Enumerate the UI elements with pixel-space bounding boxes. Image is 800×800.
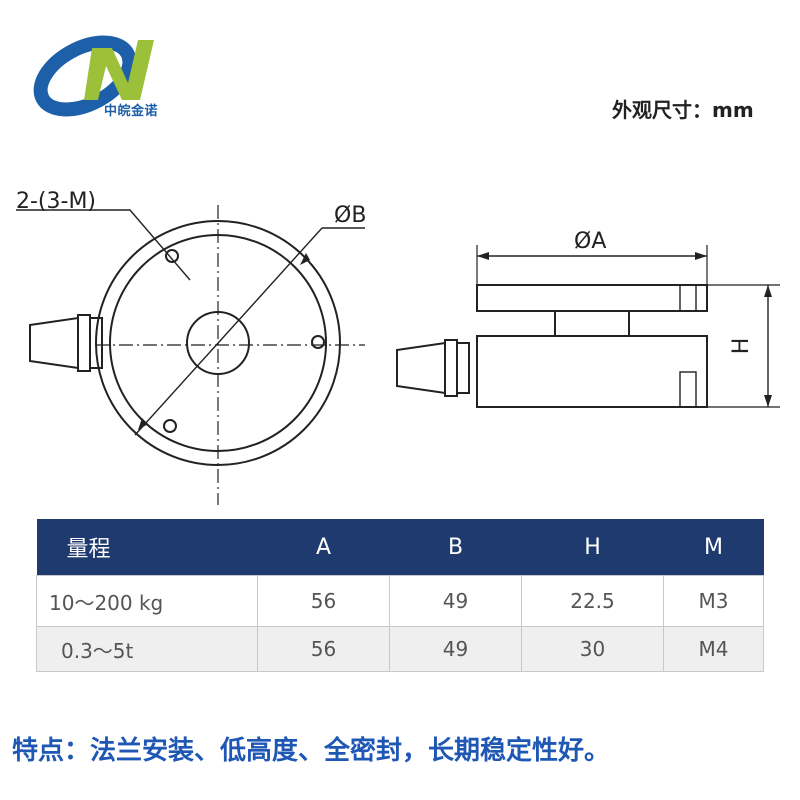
table-cell: 56 xyxy=(257,626,390,672)
top-flange xyxy=(476,284,708,312)
table-cell: M4 xyxy=(663,626,764,672)
dia-b-label: ØB xyxy=(334,203,366,228)
brand-logo xyxy=(33,35,154,117)
table-cell: 49 xyxy=(389,626,522,672)
mount-hole-1 xyxy=(165,249,179,263)
table-cell: M3 xyxy=(663,575,764,627)
table-cell: 22.5 xyxy=(521,575,664,627)
spec-table: 量程 A B H M 10～200 kg 56 49 22.5 M3 0.3～5… xyxy=(36,519,764,672)
dia-a-label: ØA xyxy=(574,229,606,254)
table-header-row: 量程 A B H M xyxy=(36,519,764,576)
header-b: B xyxy=(389,519,522,576)
features-text: 特点：法兰安装、低高度、全密封，长期稳定性好。 xyxy=(12,736,611,766)
height-label: H xyxy=(729,338,754,355)
mount-hole-3 xyxy=(163,419,177,433)
center-boss-circle xyxy=(186,311,250,375)
cable-gland-left xyxy=(29,316,79,370)
header-h: H xyxy=(521,519,664,576)
header-a: A xyxy=(257,519,390,576)
table-cell: 56 xyxy=(257,575,390,627)
header-range: 量程 xyxy=(36,519,258,576)
table-cell: 0.3～5t xyxy=(36,626,258,672)
cable-gland-right xyxy=(396,341,446,395)
unit-label: 外观尺寸：mm xyxy=(612,98,754,122)
mount-hole-2 xyxy=(311,335,325,349)
dimension-b-line xyxy=(134,227,323,436)
hole-leader-line xyxy=(16,209,191,281)
header-m: M xyxy=(663,519,764,576)
outer-flange-circle xyxy=(95,220,341,466)
table-cell: 10～200 kg xyxy=(36,575,258,627)
body xyxy=(476,335,708,408)
table-row: 10～200 kg 56 49 22.5 M3 xyxy=(36,575,764,627)
table-row: 0.3～5t 56 49 30 M4 xyxy=(36,626,764,672)
brand-name: 中皖金诺 xyxy=(104,104,159,119)
technical-drawing: 2-(3-M) ØB ØA H xyxy=(16,189,780,505)
table-cell: 49 xyxy=(389,575,522,627)
neck xyxy=(554,310,630,337)
hole-spec-label: 2-(3-M) xyxy=(16,189,96,214)
inner-circle xyxy=(109,234,327,452)
table-cell: 30 xyxy=(521,626,664,672)
